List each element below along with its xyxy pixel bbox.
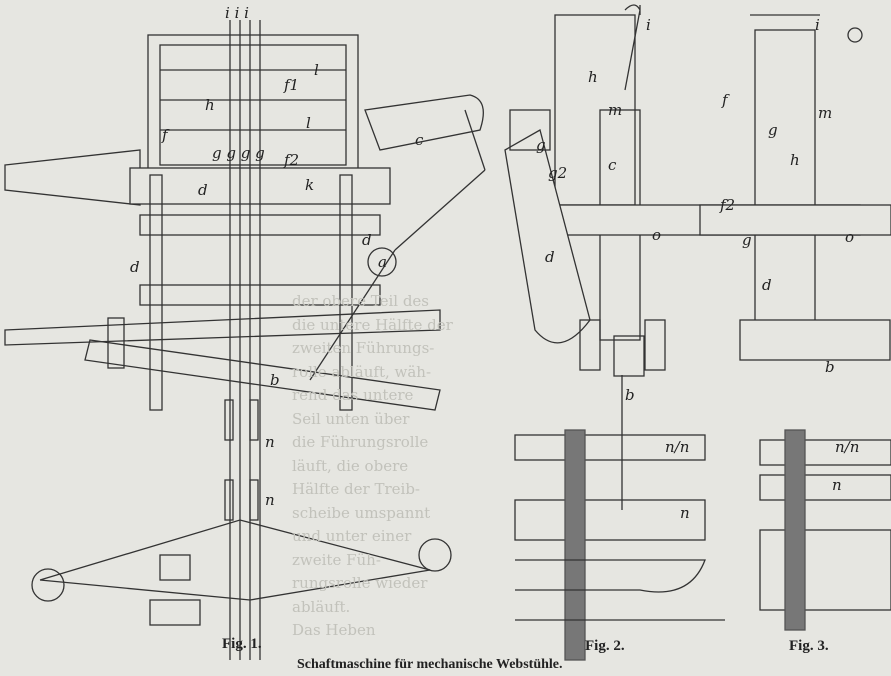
label-d: d xyxy=(130,258,140,276)
fig1-drawing xyxy=(4,20,486,660)
label-c: c xyxy=(608,156,617,174)
label-l: l xyxy=(306,114,311,132)
label-l: l xyxy=(314,61,319,79)
label-h: h xyxy=(205,96,215,114)
bleed-line: Hälfte der Treib- xyxy=(292,480,420,498)
bleed-line: rolle abläuft, wäh- xyxy=(292,362,432,381)
label-i: i xyxy=(815,16,820,34)
bleed-line: scheibe umspannt xyxy=(292,503,431,522)
bleed-line: Seil unten über xyxy=(292,409,410,428)
label-i: i i i xyxy=(225,4,249,22)
label-n: n xyxy=(832,476,842,494)
label-g: g xyxy=(768,121,778,139)
plate-title: Schaftmaschine für mechanische Webstühle… xyxy=(297,657,563,672)
bleed-line: die Führungsrolle xyxy=(292,433,429,451)
label-d: d xyxy=(198,181,208,199)
label-g: g g g g xyxy=(212,144,265,162)
label-h: h xyxy=(790,151,800,169)
label-b: b xyxy=(270,371,280,389)
label-n: n xyxy=(680,504,690,522)
fig3-caption: Fig. 3. xyxy=(789,638,829,654)
bleed-line: rend das untere xyxy=(292,386,414,404)
label-nn: n/n xyxy=(835,438,859,456)
label-d: d xyxy=(545,248,555,266)
bleed-line: zweite Füh- xyxy=(292,550,381,569)
label-f: f xyxy=(161,126,170,144)
bleed-line: zweiten Führungs- xyxy=(292,339,435,357)
label-g: g xyxy=(742,231,752,249)
label-g: g xyxy=(536,136,546,154)
bleed-line: läuft, die obere xyxy=(292,456,409,475)
label-m: m xyxy=(608,101,622,119)
label-i: i xyxy=(646,16,651,34)
fig2-caption: Fig. 2. xyxy=(585,638,625,654)
bleed-line: rungsrolle wieder xyxy=(292,574,428,592)
fig3-drawing xyxy=(699,14,891,631)
label-nn: n/n xyxy=(665,438,689,456)
label-a: a xyxy=(378,253,387,271)
label-o: o xyxy=(652,226,661,244)
label-m: m xyxy=(818,104,832,122)
label-f2: f2 xyxy=(283,151,299,169)
bleed-line: und unter einer xyxy=(292,527,412,545)
label-g2: g2 xyxy=(548,164,567,182)
label-f2: f2 xyxy=(719,196,735,214)
label-d: d xyxy=(362,231,372,249)
label-h: h xyxy=(588,68,598,86)
label-b: b xyxy=(825,358,835,376)
label-o: o xyxy=(845,228,854,246)
bleed-line: der obere Teil des xyxy=(292,292,429,310)
label-b: b xyxy=(625,386,635,404)
label-f1: f1 xyxy=(283,76,299,94)
bleed-line: abläuft. xyxy=(292,597,351,616)
bleed-through-text: der obere Teil des die untere Hälfte der… xyxy=(292,290,522,643)
bleed-line: die untere Hälfte der xyxy=(292,315,453,334)
fig1-caption: Fig. 1. xyxy=(222,636,262,652)
label-k: k xyxy=(305,176,314,194)
label-c: c xyxy=(415,131,424,149)
label-n: n xyxy=(265,433,275,451)
bleed-line: Das Heben xyxy=(292,621,376,639)
label-f: f xyxy=(721,91,730,109)
label-d: d xyxy=(762,276,772,294)
label-n: n xyxy=(265,491,275,509)
